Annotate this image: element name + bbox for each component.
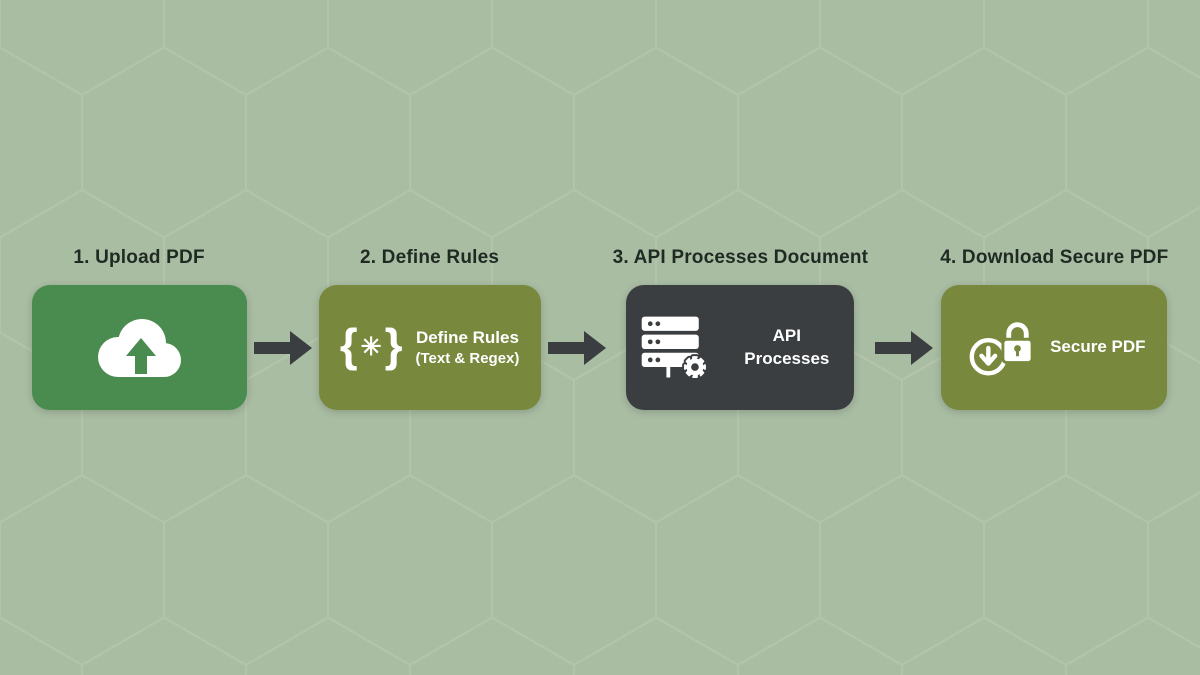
define-rules-text: Define Rules (Text & Regex) <box>415 327 519 369</box>
api-processes-title: API Processes <box>744 326 830 368</box>
step-api-processes: 3. API Processes Document <box>613 247 869 410</box>
flow-arrow <box>247 331 319 365</box>
api-processes-box: API Processes <box>626 285 855 410</box>
flow-arrow <box>868 331 940 365</box>
braces-asterisk-icon: { ✳ } <box>340 322 403 374</box>
secure-pdf-title: Secure PDF <box>1050 337 1146 357</box>
cloud-upload-icon <box>98 318 182 377</box>
define-rules-box: { ✳ } Define Rules (Text & Regex) <box>318 285 541 410</box>
download-lock-icon <box>969 318 1034 375</box>
api-processes-text: API Processes <box>729 325 844 369</box>
step-label-upload: 1. Upload PDF <box>73 247 205 268</box>
asterisk-glyph: ✳ <box>360 333 382 361</box>
secure-pdf-box: Secure PDF <box>941 285 1168 410</box>
arrow-right-icon <box>253 331 312 365</box>
arrow-right-icon <box>875 331 934 365</box>
step-label-download: 4. Download Secure PDF <box>940 247 1169 268</box>
secure-pdf-text: Secure PDF <box>1050 336 1145 358</box>
arrow-right-icon <box>547 331 606 365</box>
step-upload-pdf: 1. Upload PDF <box>31 247 247 410</box>
upload-box <box>31 285 247 410</box>
step-label-define-rules: 2. Define Rules <box>359 247 500 268</box>
server-gear-icon <box>642 316 709 380</box>
brace-open-glyph: { <box>339 318 358 371</box>
workflow-diagram: 1. Upload PDF 2. Define Rules <box>0 247 1200 410</box>
flow-arrow <box>541 331 613 365</box>
define-rules-subtitle: (Text & Regex) <box>415 349 520 367</box>
step-define-rules: 2. Define Rules { ✳ } Define Rules (Text… <box>318 247 541 410</box>
step-label-api-processes: 3. API Processes Document <box>612 247 869 268</box>
define-rules-title: Define Rules <box>415 327 519 347</box>
brace-close-glyph: } <box>384 318 403 371</box>
step-download-secure-pdf: 4. Download Secure PDF Secure PDF <box>940 247 1168 410</box>
